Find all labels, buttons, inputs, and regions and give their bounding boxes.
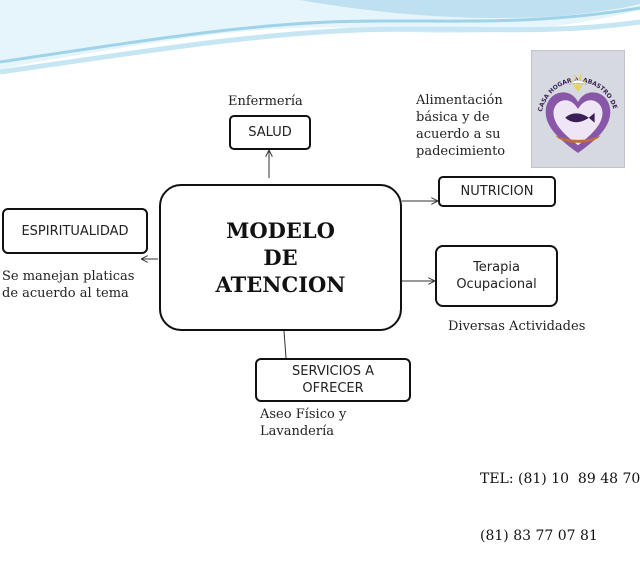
center-node: MODELO DE ATENCION: [159, 184, 402, 331]
espiritualidad-node: ESPIRITUALIDAD: [2, 208, 148, 254]
line-to-servicios: [283, 330, 287, 359]
servicios-node: SERVICIOS A OFRECER: [255, 358, 411, 402]
nutricion-note-line-3: acuerdo a su: [416, 127, 501, 142]
nutricion-note: Alimentación básica y de acuerdo a su pa…: [416, 92, 505, 160]
nutricion-node: NUTRICION: [438, 176, 556, 207]
terapia-node: Terapia Ocupacional: [435, 245, 558, 307]
center-line-1: MODELO: [226, 218, 335, 243]
terapia-label-line-1: Terapia: [473, 260, 520, 275]
center-line-2: DE: [263, 245, 298, 270]
salud-label: SALUD: [248, 125, 292, 140]
servicios-label-line-2: OFRECER: [302, 381, 364, 396]
header-waves: [0, 0, 640, 75]
nutricion-note-line-4: padecimiento: [416, 144, 506, 159]
salud-node: SALUD: [229, 115, 311, 150]
center-line-3: ATENCION: [215, 272, 346, 297]
espiritualidad-note-line-1: Se manejan platicas: [2, 269, 135, 284]
servicios-note: Aseo Físico y Lavandería: [260, 406, 346, 440]
servicios-note-line-2: Lavandería: [260, 424, 334, 439]
contact-phones: TEL: (81) 10 89 48 70 (81) 83 77 07 81: [480, 432, 640, 565]
phone-line-2: (81) 83 77 07 81: [480, 528, 598, 544]
connector-arrows: [0, 0, 640, 359]
terapia-note: Diversas Actividades: [448, 319, 586, 334]
nutricion-label: NUTRICION: [460, 184, 534, 199]
dove-fish-heart-logo-icon: CASA HOGAR ALABASTRO DE AMOR "THELMA" A.…: [532, 51, 619, 154]
servicios-label-line-1: SERVICIOS A: [292, 364, 374, 379]
nutricion-note-line-2: básica y de: [416, 110, 490, 125]
terapia-label-line-2: Ocupacional: [456, 277, 537, 292]
nutricion-note-line-1: Alimentación: [416, 93, 503, 108]
organization-logo: CASA HOGAR ALABASTRO DE AMOR "THELMA" A.…: [531, 50, 625, 168]
espiritualidad-note-line-2: de acuerdo al tema: [2, 286, 129, 301]
espiritualidad-label: ESPIRITUALIDAD: [21, 223, 129, 239]
espiritualidad-note: Se manejan platicas de acuerdo al tema: [2, 268, 134, 302]
salud-note: Enfermería: [228, 94, 303, 109]
servicios-note-line-1: Aseo Físico y: [260, 407, 347, 422]
